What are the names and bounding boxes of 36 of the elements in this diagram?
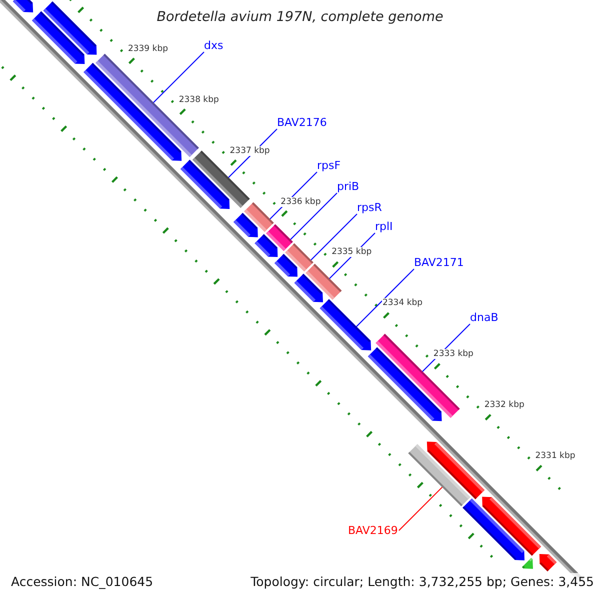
- gene-feature: [320, 299, 372, 350]
- leader-line: [398, 486, 443, 531]
- gene-label: priB: [337, 180, 360, 193]
- gene-bar: [266, 224, 293, 251]
- scale-label: 2333 kbp: [432, 349, 474, 360]
- gene-bar: [96, 54, 199, 157]
- leader-line: [153, 52, 204, 103]
- scale-label: 2336 kbp: [280, 196, 322, 207]
- scale-label: 2339 kbp: [126, 44, 169, 54]
- scale-label: 2335 kbp: [330, 247, 373, 258]
- leader-line: [356, 268, 414, 328]
- scale-label: 2332 kbp: [483, 400, 526, 410]
- gene-feature: [426, 442, 485, 500]
- gene-label: dnaB: [470, 311, 498, 324]
- gene-bar: [285, 243, 314, 272]
- gene-bar: [306, 264, 342, 300]
- scale-label: 2337 kbp: [228, 146, 271, 156]
- leader-line: [290, 192, 338, 240]
- gene-label: BAV2171: [414, 256, 464, 269]
- gene-feature: [539, 554, 557, 572]
- gene-bar: [244, 202, 274, 232]
- gene-label: dxs: [204, 39, 224, 52]
- scale-label: 2331 kbp: [534, 451, 576, 462]
- gene-feature: [482, 496, 542, 556]
- scale-label: 2338 kbp: [178, 94, 220, 105]
- gene-label: BAV2176: [277, 116, 327, 129]
- gene-feature: [12, 0, 34, 12]
- gene-label: rpsR: [357, 201, 382, 214]
- gene-feature: [32, 11, 85, 64]
- gene-feature: [522, 558, 533, 569]
- title: Bordetella avium 197N, complete genome: [156, 9, 444, 25]
- gene-label: rpsF: [317, 159, 341, 172]
- gene-label: BAV2169: [348, 524, 398, 537]
- gene-label: rplI: [375, 220, 393, 233]
- leader-line: [310, 214, 358, 260]
- scale-label: 2334 kbp: [381, 298, 424, 308]
